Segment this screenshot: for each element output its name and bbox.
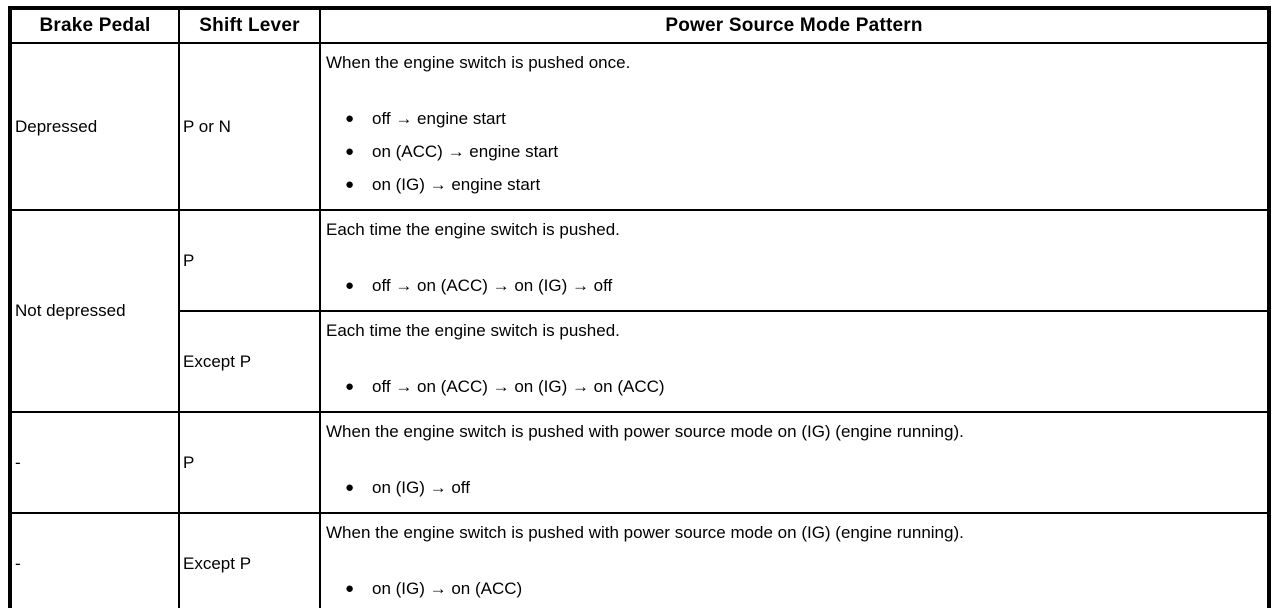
brake-pedal-cell: - [9,512,180,608]
shift-lever-cell: P or N [178,42,321,211]
pattern-step-text: on (ACC) → engine start [372,142,559,161]
pattern-step-text: off → on (ACC) → on (IG) → off [372,276,613,295]
pattern-step-text: on (IG) → off [372,478,470,497]
pattern-step-text: on (IG) → engine start [372,175,541,194]
bullet-icon: ● [345,479,355,496]
pattern-cell: Each time the engine switch is pushed. ●… [319,310,1270,413]
pattern-cell: When the engine switch is pushed with po… [319,512,1270,608]
table-row: - Except P When the engine switch is pus… [9,512,1270,608]
pattern-description: When the engine switch is pushed once. [326,53,631,72]
shift-lever-cell: Except P [178,310,321,413]
pattern-description: When the engine switch is pushed with po… [326,422,964,441]
header-brake-pedal: Brake Pedal [9,7,180,44]
pattern-step: ● off → engine start [326,102,1263,135]
pattern-description: Each time the engine switch is pushed. [326,321,620,340]
shift-lever-cell: Except P [178,512,321,608]
header-power-source-mode-pattern: Power Source Mode Pattern [319,7,1270,44]
table-row: Depressed P or N When the engine switch … [9,42,1270,211]
pattern-step-list: ● on (IG) → on (ACC) [326,572,1263,605]
bullet-icon: ● [345,176,355,193]
pattern-cell: Each time the engine switch is pushed. ●… [319,209,1270,312]
pattern-step-text: on (IG) → on (ACC) [372,579,523,598]
shift-lever-cell: P [178,209,321,312]
pattern-description: When the engine switch is pushed with po… [326,523,964,542]
pattern-step-list: ● on (IG) → off [326,471,1263,504]
brake-pedal-cell: Depressed [9,42,180,211]
pattern-step: ● on (IG) → off [326,471,1263,504]
pattern-cell: When the engine switch is pushed with po… [319,411,1270,514]
header-shift-lever: Shift Lever [178,7,321,44]
brake-pedal-cell: Not depressed [9,209,180,413]
bullet-icon: ● [345,110,355,127]
table-header-row: Brake Pedal Shift Lever Power Source Mod… [9,7,1270,44]
pattern-step-text: off → on (ACC) → on (IG) → on (ACC) [372,377,665,396]
table-row: Except P Each time the engine switch is … [10,310,1270,413]
table-row: Not depressed P Each time the engine swi… [9,209,1270,413]
bullet-icon: ● [345,378,355,395]
bullet-icon: ● [345,580,355,597]
pattern-step: ● off → on (ACC) → on (IG) → on (ACC) [326,370,1263,403]
pattern-step-list: ● off → engine start ● on (ACC) → engine… [326,102,1263,201]
power-source-mode-table: Brake Pedal Shift Lever Power Source Mod… [8,6,1271,608]
pattern-step: ● on (ACC) → engine start [326,135,1263,168]
pattern-step: ● on (IG) → on (ACC) [326,572,1263,605]
pattern-cell: When the engine switch is pushed once. ●… [319,42,1270,211]
pattern-step-text: off → engine start [372,109,506,128]
bullet-icon: ● [345,143,355,160]
bullet-icon: ● [345,277,355,294]
shift-lever-cell: P [178,411,321,514]
pattern-step: ● on (IG) → engine start [326,168,1263,201]
pattern-step-list: ● off → on (ACC) → on (IG) → on (ACC) [326,370,1263,403]
pattern-step: ● off → on (ACC) → on (IG) → off [326,269,1263,302]
pattern-description: Each time the engine switch is pushed. [326,220,620,239]
table-row: - P When the engine switch is pushed wit… [9,411,1270,514]
pattern-step-list: ● off → on (ACC) → on (IG) → off [326,269,1263,302]
brake-pedal-cell: - [9,411,180,514]
